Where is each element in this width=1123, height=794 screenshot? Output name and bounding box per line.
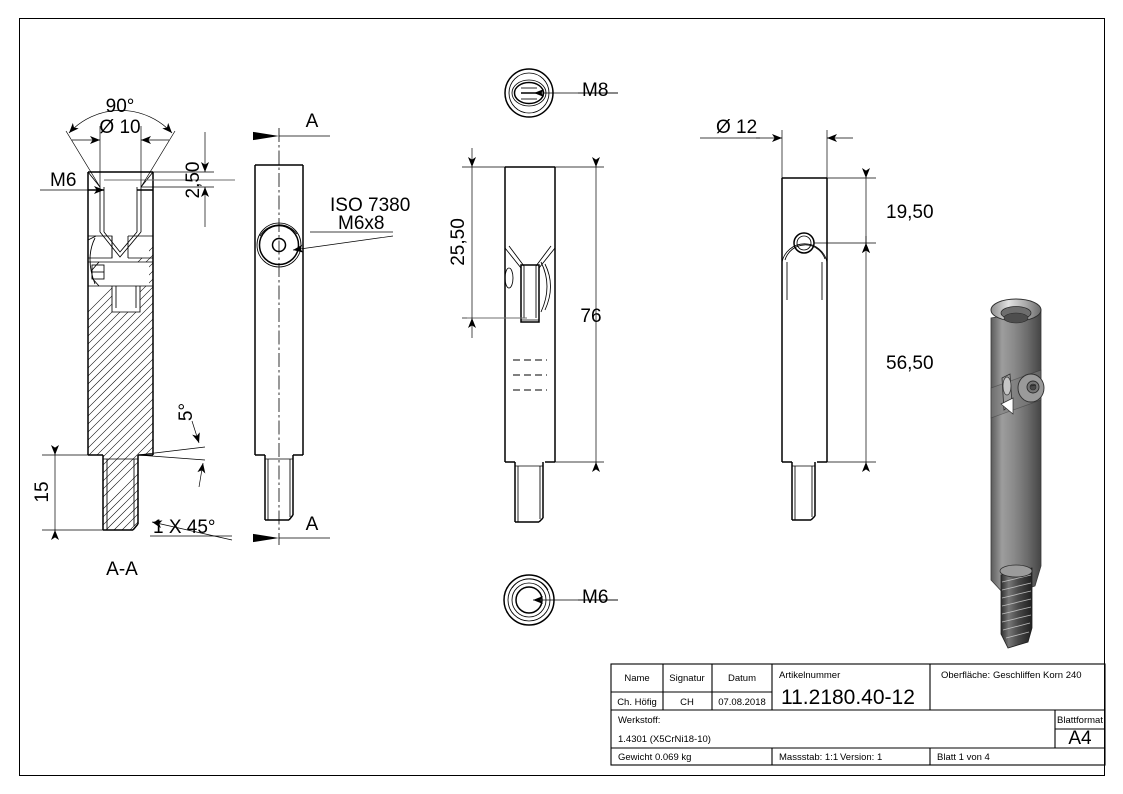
drawing-frame-border xyxy=(19,18,1105,776)
